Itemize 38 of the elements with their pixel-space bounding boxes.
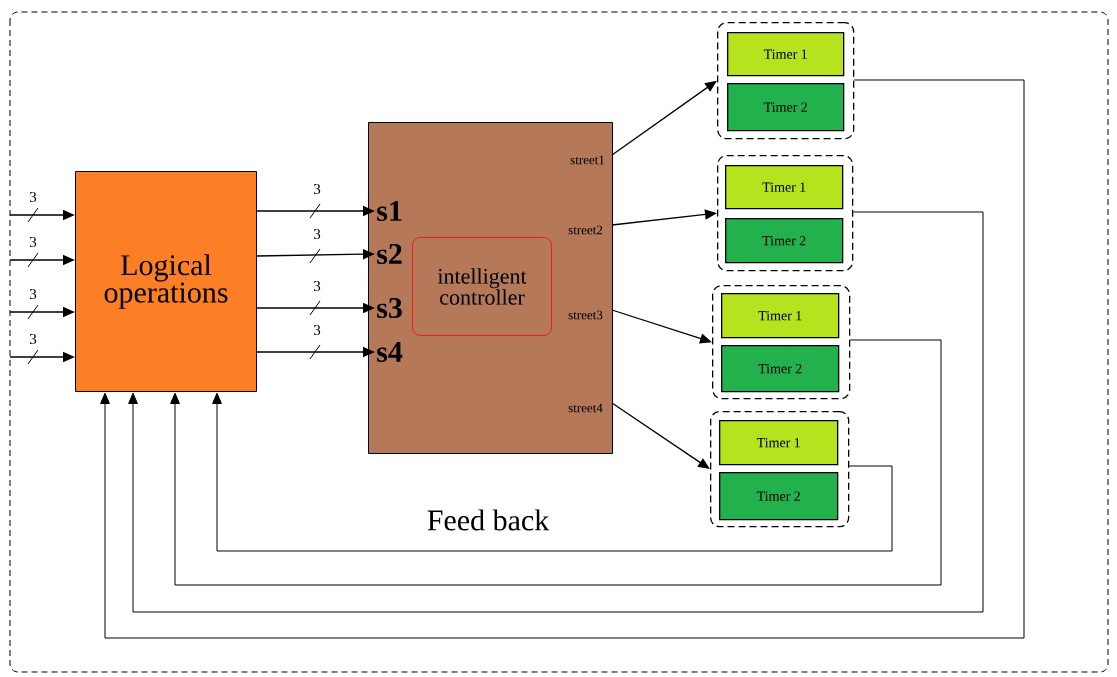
edge-label: 3 bbox=[312, 183, 322, 195]
timer-group bbox=[717, 22, 855, 140]
arrow bbox=[212, 392, 893, 552]
signal-label: s1 bbox=[377, 200, 402, 222]
controller-label-box: intelligent controller bbox=[412, 237, 552, 336]
timer-group bbox=[717, 155, 854, 272]
arrow bbox=[611, 80, 717, 156]
street-label: street3 bbox=[568, 310, 603, 320]
edge-label: 3 bbox=[312, 324, 322, 336]
arrow bbox=[100, 79, 1025, 639]
timer-box: Timer 1 bbox=[725, 165, 844, 210]
controller-box bbox=[368, 122, 613, 454]
edge-label: 3 bbox=[28, 333, 38, 345]
feedback-label: Feed back bbox=[425, 508, 551, 532]
timer-box: Timer 1 bbox=[721, 293, 840, 339]
process-box: Logical operations bbox=[75, 171, 257, 392]
timer-box: Timer 1 bbox=[719, 420, 839, 466]
street-label: street4 bbox=[568, 403, 603, 413]
timer-group bbox=[710, 411, 850, 528]
timer-box: Timer 2 bbox=[727, 83, 845, 132]
edge-label: 3 bbox=[312, 280, 322, 292]
timer-box: Timer 1 bbox=[727, 32, 845, 77]
arrow bbox=[128, 211, 984, 613]
signal-label: s2 bbox=[377, 243, 402, 265]
timer-box: Timer 2 bbox=[725, 218, 844, 264]
arrow bbox=[611, 309, 712, 344]
edge-label: 3 bbox=[312, 228, 322, 240]
street-label: street2 bbox=[568, 225, 603, 235]
signal-label: s3 bbox=[377, 297, 402, 319]
timer-group bbox=[712, 285, 851, 400]
edge-label: 3 bbox=[28, 236, 38, 248]
arrow bbox=[170, 339, 942, 586]
edge-label: 3 bbox=[28, 288, 38, 300]
edge-label: 3 bbox=[28, 191, 38, 203]
signal-label: s4 bbox=[377, 342, 403, 362]
street-label: street1 bbox=[570, 155, 605, 165]
timer-box: Timer 2 bbox=[721, 345, 840, 393]
timer-box: Timer 2 bbox=[719, 472, 839, 521]
